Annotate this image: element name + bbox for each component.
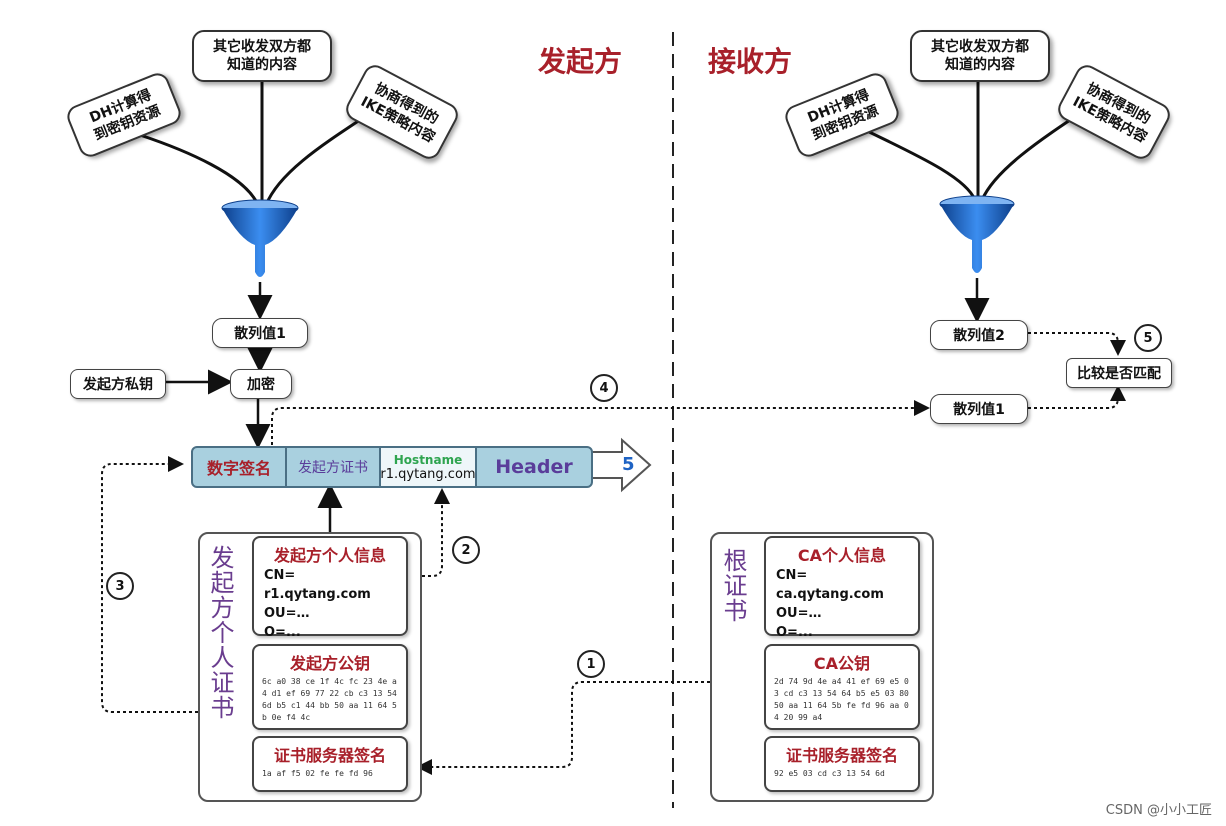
known-content-bubble-right: 其它收发双方都 知道的内容: [910, 30, 1050, 82]
digital-signature-segment: 数字签名: [193, 448, 287, 486]
ca-cn: CN= ca.qytang.com: [776, 568, 884, 602]
compare-match-box: 比较是否匹配: [1066, 358, 1172, 388]
ca-info-box: CA个人信息 CN= ca.qytang.com OU=… O=...: [764, 536, 920, 640]
hash-value-1-right: 散列值1: [930, 394, 1028, 424]
initiator-private-key: 发起方私钥: [70, 369, 166, 399]
initiator-info-title: 发起方个人信息: [273, 546, 386, 565]
ca-pubkey-title: CA公钥: [813, 654, 871, 673]
step-3-marker: 3: [106, 572, 134, 600]
ca-info-title: CA个人信息: [797, 546, 887, 565]
hostname-label: Hostname: [393, 452, 463, 467]
step-1-marker: 1: [577, 650, 605, 678]
ca-pubkey-box: CA公钥 2d 74 9d 4e a4 41 ef 69 e5 03 cd c3…: [764, 644, 920, 730]
initiator-server-sig-hex: 1a af f5 02 fe fe fd 96: [262, 769, 373, 778]
step-4-marker: 4: [590, 374, 618, 402]
initiator-ou: OU=…: [264, 606, 310, 621]
hash-value-2-right: 散列值2: [930, 320, 1028, 350]
funnel-right: [939, 195, 1015, 273]
packet-bar: 数字签名 发起方证书 Hostname r1.qytang.com Header: [191, 446, 593, 488]
initiator-pubkey-title: 发起方公钥: [289, 654, 370, 673]
initiator-cert-segment: 发起方证书: [287, 448, 381, 486]
initiator-o: O=...: [264, 625, 301, 640]
step-2-marker: 2: [452, 536, 480, 564]
header-segment: Header: [477, 448, 591, 486]
initiator-cn: CN= r1.qytang.com: [264, 568, 371, 602]
header-label: Header: [495, 456, 573, 478]
hostname-value: r1.qytang.com: [380, 466, 476, 482]
digital-signature-label: 数字签名: [206, 459, 271, 478]
ca-pubkey-hex: 2d 74 9d 4e a4 41 ef 69 e5 03 cd c3 13 5…: [774, 677, 909, 722]
initiator-info-box: 发起方个人信息 CN= r1.qytang.com OU=… O=...: [252, 536, 408, 640]
initiator-server-sig-box: 证书服务器签名 1a af f5 02 fe fe fd 96: [252, 736, 408, 792]
receiver-title: 接收方: [708, 45, 793, 78]
initiator-pubkey-hex: 6c a0 38 ce 1f 4c fc 23 4e a4 d1 ef 69 7…: [262, 677, 397, 722]
ca-ou: OU=…: [776, 606, 822, 621]
initiator-certificate-title: 发起方个人证书: [206, 545, 234, 720]
hostname-segment: Hostname r1.qytang.com: [380, 448, 477, 486]
ca-o: O=...: [776, 625, 813, 640]
encrypt-box: 加密: [230, 369, 292, 399]
header-arrow: [588, 437, 652, 493]
step-5-arrow-label: 5: [622, 454, 635, 475]
ca-server-sig-hex: 92 e5 03 cd c3 13 54 6d: [774, 769, 885, 778]
hash-value-1-left: 散列值1: [212, 318, 308, 348]
watermark: CSDN @小小工匠: [1105, 803, 1212, 818]
initiator-cert-label: 发起方证书: [298, 460, 368, 476]
initiator-pubkey-box: 发起方公钥 6c a0 38 ce 1f 4c fc 23 4e a4 d1 e…: [252, 644, 408, 730]
initiator-title: 发起方: [538, 45, 623, 78]
step-5-marker: 5: [1134, 324, 1162, 352]
ca-server-sig-box: 证书服务器签名 92 e5 03 cd c3 13 54 6d: [764, 736, 920, 792]
known-content-bubble-left: 其它收发双方都 知道的内容: [192, 30, 332, 82]
funnel-left: [221, 199, 299, 277]
initiator-server-sig-title: 证书服务器签名: [273, 746, 386, 765]
root-certificate-title: 根证书: [719, 548, 747, 623]
ca-server-sig-title: 证书服务器签名: [785, 746, 898, 765]
